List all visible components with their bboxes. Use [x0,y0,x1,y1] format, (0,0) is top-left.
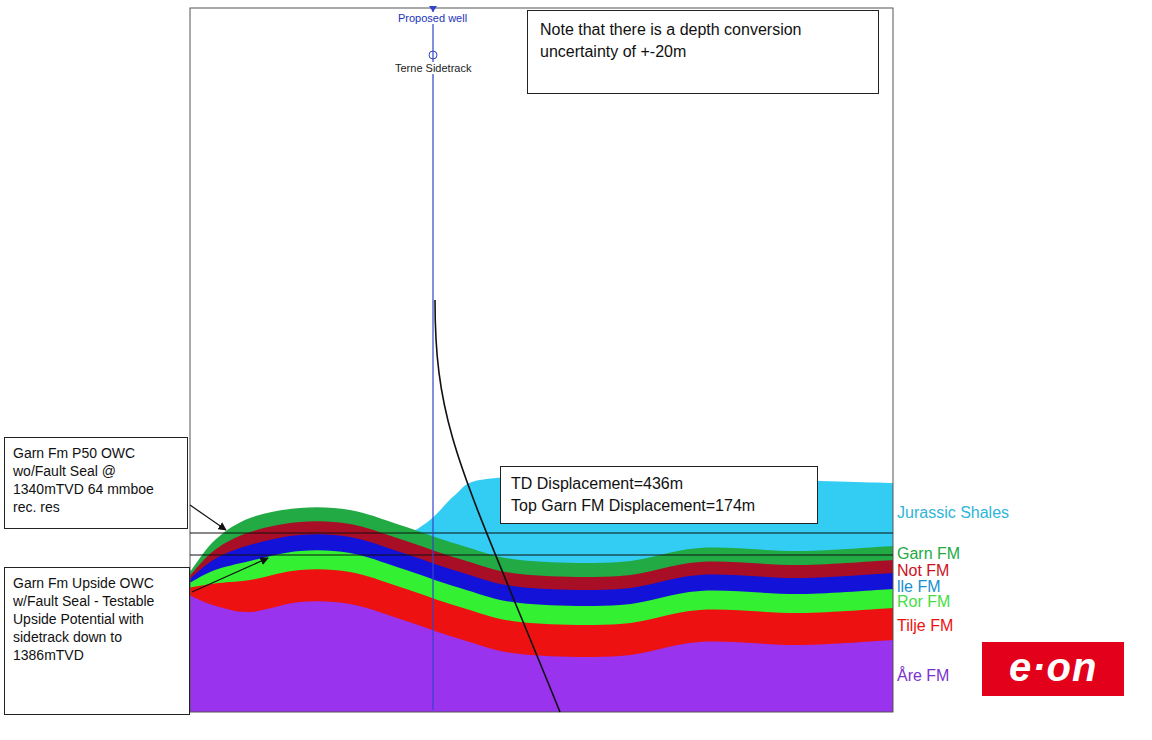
owc-line [190,532,893,533]
formation-label: Tilje FM [897,617,953,635]
callout-text: Garn Fm Upside OWC w/Fault Seal - Testab… [13,574,181,664]
callout-text: TD Displacement=436m [511,473,807,495]
logo-panel [982,642,1124,696]
callout-text: Top Garn FM Displacement=174m [511,495,807,517]
stratum-2 [190,534,893,712]
well-path [432,8,433,710]
formation-label: Ror FM [897,593,950,611]
leader-arrow [192,558,268,592]
formation-label: Jurassic Shales [897,504,1009,522]
callout-text: Note that there is a depth conversion un… [540,19,866,63]
leader-arrow [190,505,226,530]
formation-label: lle FM [897,578,941,596]
stratum-5 [190,596,893,713]
callout-box: Garn Fm P50 OWC wo/Fault Seal @ 1340mTVD… [4,437,188,529]
owc-line [190,554,893,555]
well-label: Terne Sidetrack [393,62,473,74]
formation-label: Garn FM [897,545,960,563]
stratum-4 [190,569,893,712]
stratum-3 [190,550,893,712]
sidetrack-marker [429,51,437,59]
callout-text: Garn Fm P50 OWC wo/Fault Seal @ 1340mTVD… [13,444,179,516]
callout-box: Garn Fm Upside OWC w/Fault Seal - Testab… [4,567,190,715]
stratum-1 [190,521,893,712]
callout-box: TD Displacement=436mTop Garn FM Displace… [500,466,818,524]
formation-label: Not FM [897,562,949,580]
callout-box: Note that there is a depth conversion un… [527,10,879,94]
logo-text: e·on [1009,645,1097,689]
formation-label: Åre FM [897,667,949,685]
well-label: Proposed well [396,12,469,24]
stratum-0 [190,507,893,712]
section-frame [190,8,893,712]
